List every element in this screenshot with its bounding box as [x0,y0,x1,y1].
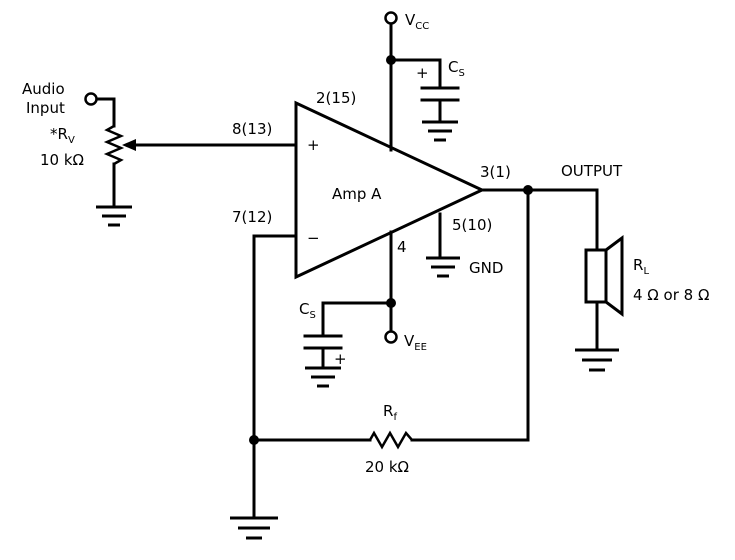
amp-name-label: Amp A [332,185,382,203]
ground-symbol [426,256,460,278]
pin-vcc-label: 2(15) [316,89,356,107]
vcc-terminal [384,11,398,25]
audio-input-label-line1: Audio [22,80,65,98]
vee-label: VEE [404,332,427,353]
cs-bottom-label: CS [299,300,316,321]
op-amp-triangle [294,100,486,280]
ground-symbol [305,366,341,388]
cs-capacitor-bottom [303,334,343,370]
vcc-cap-wire [389,58,442,90]
audio-input-label-line2: Input [26,99,65,117]
output-label: OUTPUT [561,162,623,180]
inverting-sign: − [307,229,320,247]
ground-symbol [422,120,458,142]
speaker-cone [604,235,624,317]
ground-symbol [96,205,132,227]
cs-bottom-plus-sign: + [334,350,347,368]
ground-symbol [575,348,619,372]
cs-capacitor-top [420,86,460,124]
audio-input-terminal [84,92,98,106]
non-inverting-sign: + [307,136,320,154]
cs-top-plus-sign: + [416,64,429,82]
pin-vee-label: 4 [397,238,407,256]
rv-label: *RV [50,125,75,146]
feedback-resistor-rf [368,430,413,450]
rv-value: 10 kΩ [40,151,84,169]
cs-top-label: CS [448,58,465,79]
potentiometer-rv [103,124,125,166]
pin-gnd-label: 5(10) [452,216,492,234]
pin-inv-label: 7(12) [232,208,272,226]
vee-terminal [384,330,398,344]
vcc-label: VCC [405,11,429,32]
inverting-input-wire [252,234,298,520]
wiper-arrow [122,139,136,151]
ground-symbol [230,516,278,540]
pin-out-label: 3(1) [480,163,511,181]
vee-cap-wire [321,301,393,338]
speaker-rl [584,248,608,304]
rl-label: RL [633,256,649,277]
gnd-label: GND [469,259,503,277]
audio-input-wire [95,97,116,128]
rf-value: 20 kΩ [365,458,409,476]
pin-noninv-label: 8(13) [232,120,272,138]
rl-value: 4 Ω or 8 Ω [633,286,709,304]
rf-label: Rf [383,402,397,423]
